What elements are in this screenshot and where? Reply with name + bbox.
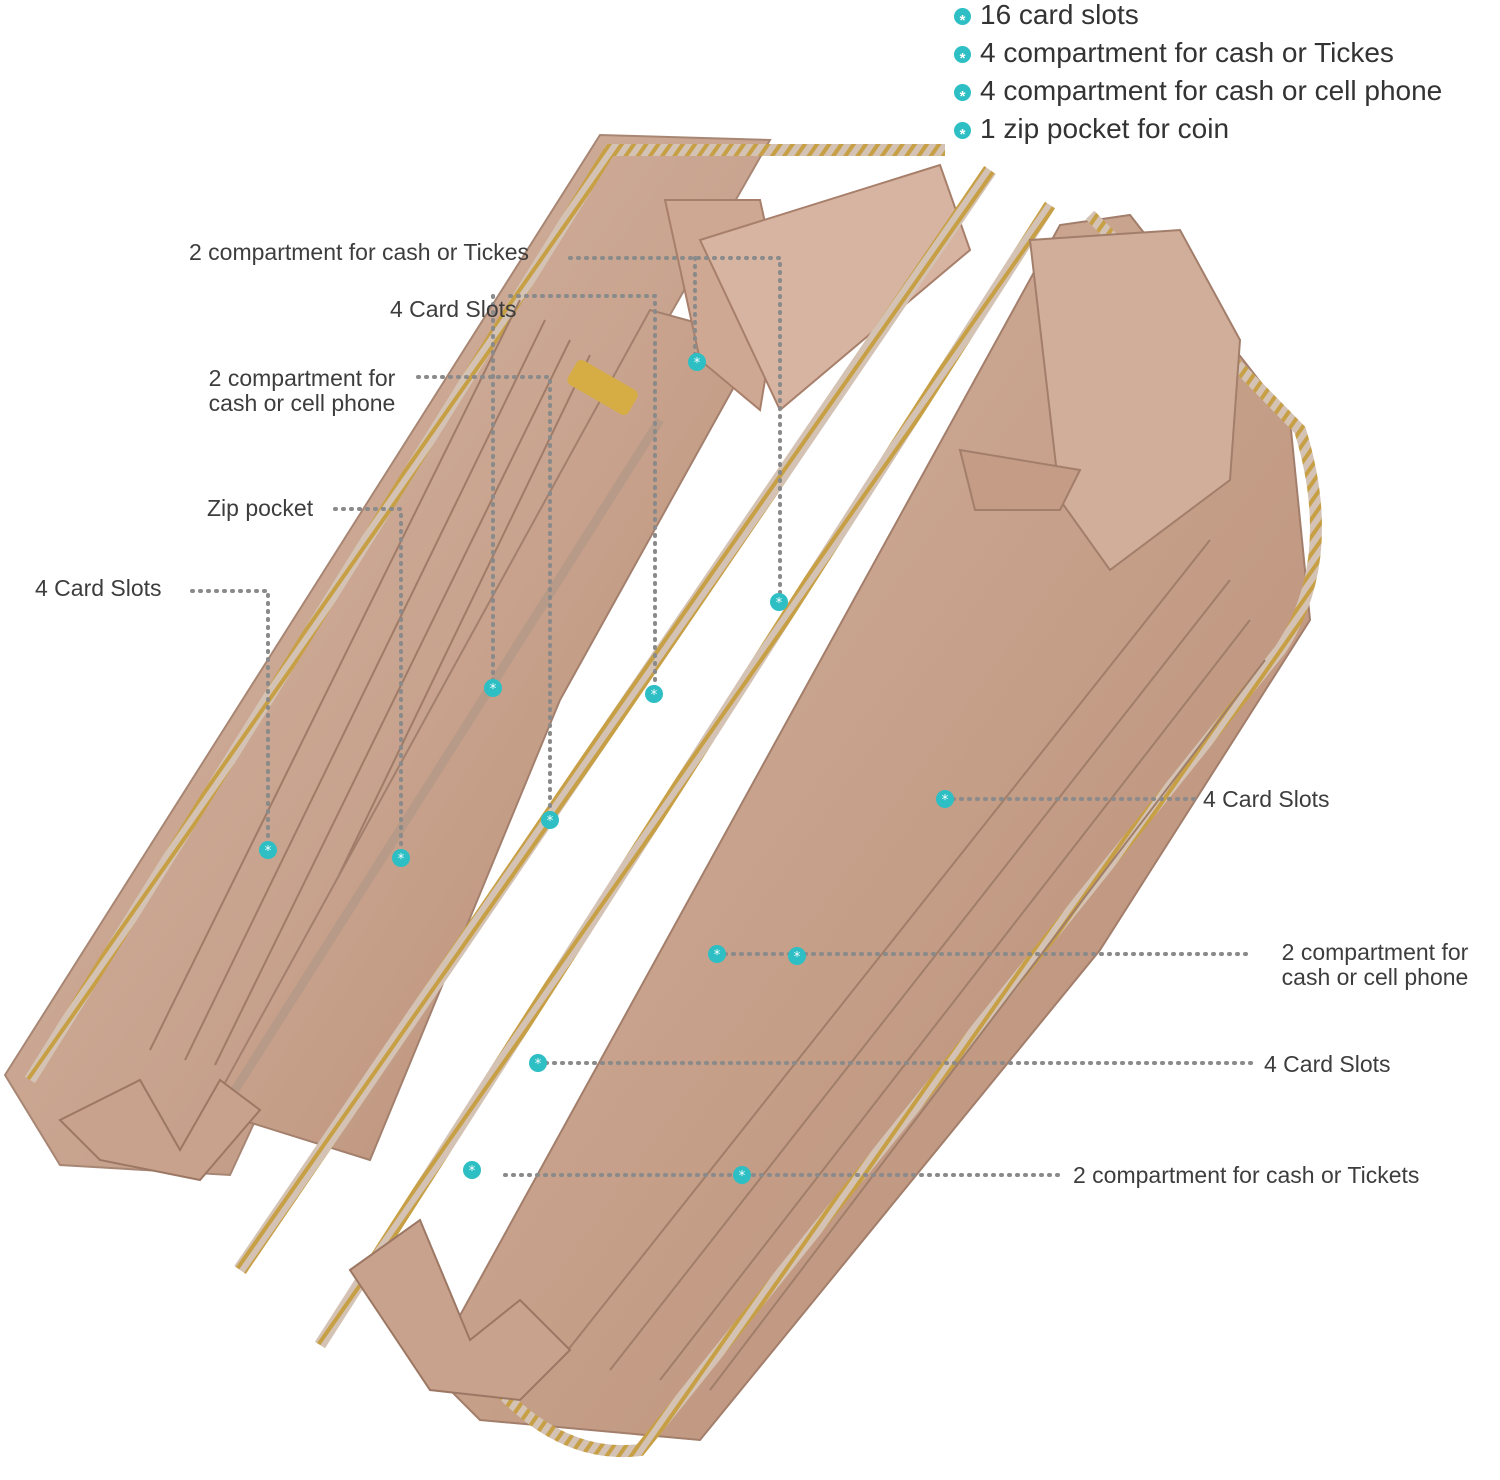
bottom-gusset-left bbox=[58, 1078, 262, 1182]
bullet-icon bbox=[954, 120, 971, 150]
callout-line: 2 compartment for bbox=[1281, 939, 1469, 965]
feature-item: 16 card slots bbox=[952, 0, 1442, 38]
callout-line: cash or cell phone bbox=[1281, 964, 1469, 990]
callout-line: cash or cell phone bbox=[208, 390, 396, 416]
leader-card-slots-bottom-left bbox=[190, 589, 270, 850]
right-flap bbox=[958, 448, 1082, 511]
right-card-slots bbox=[559, 539, 1266, 1391]
leader-cash-phone-left bbox=[416, 375, 552, 820]
svg-text:*: * bbox=[714, 948, 721, 963]
marker-icon: * bbox=[788, 947, 806, 965]
marker-icon: * bbox=[708, 945, 726, 963]
svg-text:*: * bbox=[490, 682, 497, 697]
svg-text:*: * bbox=[694, 356, 701, 371]
marker-icon: * bbox=[733, 1166, 751, 1184]
marker-icon: * bbox=[259, 841, 277, 859]
svg-text:*: * bbox=[535, 1057, 542, 1072]
bottom-gusset-right bbox=[348, 1218, 572, 1402]
callout-line: 2 compartment for bbox=[208, 365, 396, 391]
svg-text:*: * bbox=[942, 793, 949, 808]
feature-text: 1 zip pocket for coin bbox=[980, 113, 1230, 144]
bullet-icon bbox=[954, 44, 971, 74]
callout-cash-tickets-right: 2 compartment for cash or Tickets bbox=[1073, 1162, 1420, 1188]
feature-text: 4 compartment for cash or cell phone bbox=[980, 75, 1443, 106]
center-zipper bbox=[234, 166, 996, 1274]
svg-text:*: * bbox=[776, 596, 783, 611]
leader-zip-pocket bbox=[333, 507, 403, 858]
marker-icon: * bbox=[688, 353, 706, 371]
marker-icon: * bbox=[529, 1054, 547, 1072]
marker-icon: * bbox=[463, 1161, 481, 1179]
bullet-icon bbox=[954, 82, 971, 112]
marker-icon: * bbox=[936, 790, 954, 808]
center-zipper-2 bbox=[314, 201, 1056, 1349]
callout-cash-phone-right: 2 compartment for cash or cell phone bbox=[1266, 940, 1484, 990]
callout-card-slots-bottom-left: 4 Card Slots bbox=[35, 575, 162, 601]
svg-text:*: * bbox=[794, 950, 801, 965]
callout-card-slots-top-right: 4 Card Slots bbox=[1203, 786, 1330, 812]
marker-icon: * bbox=[541, 811, 559, 829]
feature-list: 16 card slots 4 compartment for cash or … bbox=[952, 0, 1442, 152]
feature-item: 4 compartment for cash or Tickes bbox=[952, 38, 1442, 76]
marker-icon: * bbox=[645, 685, 663, 703]
svg-text:*: * bbox=[739, 1169, 746, 1184]
svg-text:*: * bbox=[469, 1164, 476, 1179]
svg-text:*: * bbox=[547, 814, 554, 829]
left-zipper bbox=[24, 144, 945, 1084]
marker-icon: * bbox=[484, 679, 502, 697]
callout-card-slots-bottom-right: 4 Card Slots bbox=[1264, 1051, 1391, 1077]
feature-text: 16 card slots bbox=[980, 0, 1139, 30]
callout-cash-tickes-left: 2 compartment for cash or Tickes bbox=[189, 239, 530, 265]
feature-text: 4 compartment for cash or Tickes bbox=[980, 37, 1394, 68]
leader-cash-tickes-left bbox=[568, 256, 782, 602]
svg-text:*: * bbox=[651, 688, 658, 703]
leader-card-slots-top-left bbox=[508, 294, 657, 694]
svg-text:*: * bbox=[265, 844, 272, 859]
right-outer-zipper bbox=[485, 210, 1322, 1458]
marker-icon: * bbox=[770, 593, 788, 611]
marker-icon: * bbox=[392, 849, 410, 867]
svg-text:*: * bbox=[398, 852, 405, 867]
callout-markers: * * * * * * * * * * * * * bbox=[259, 353, 954, 1184]
feature-item: 1 zip pocket for coin bbox=[952, 114, 1442, 152]
bullet-icon bbox=[954, 6, 971, 36]
callout-card-slots-top-left: 4 Card Slots bbox=[390, 296, 517, 322]
callout-cash-phone-left: 2 compartment for cash or cell phone bbox=[196, 366, 408, 416]
upper-flap-right bbox=[698, 163, 972, 412]
pocket-zip bbox=[231, 417, 664, 1093]
zip-pull bbox=[567, 360, 638, 415]
feature-item: 4 compartment for cash or cell phone bbox=[952, 76, 1442, 114]
zip-pocket-panel bbox=[208, 308, 762, 1162]
callout-zip-pocket: Zip pocket bbox=[207, 495, 314, 521]
